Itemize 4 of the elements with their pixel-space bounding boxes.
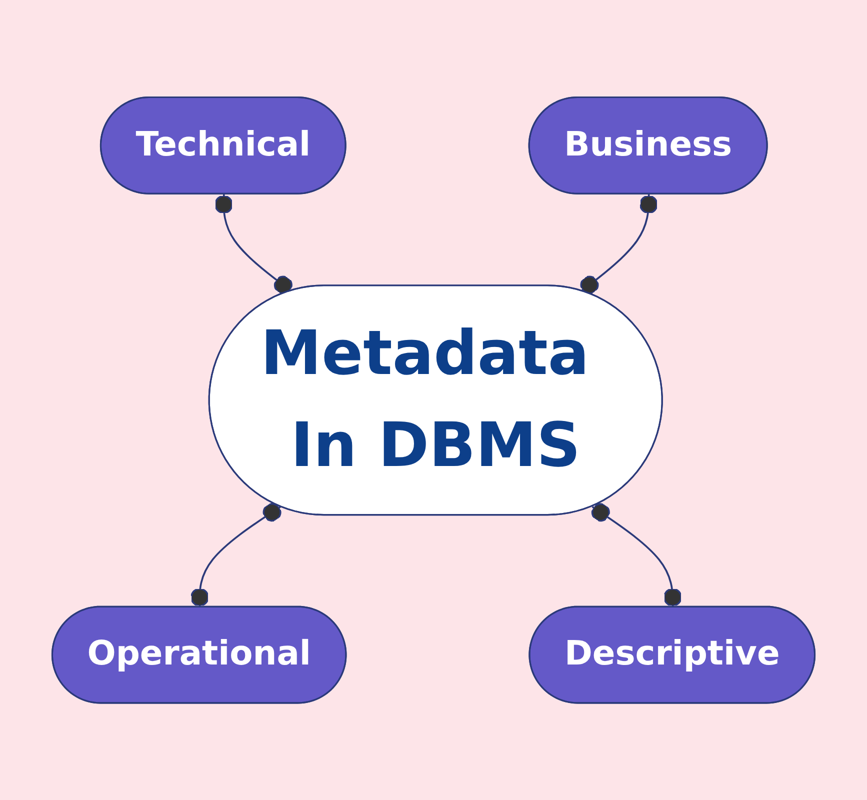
connector xyxy=(190,502,282,608)
connector xyxy=(580,194,658,294)
connector xyxy=(591,503,682,608)
connector xyxy=(214,194,292,294)
